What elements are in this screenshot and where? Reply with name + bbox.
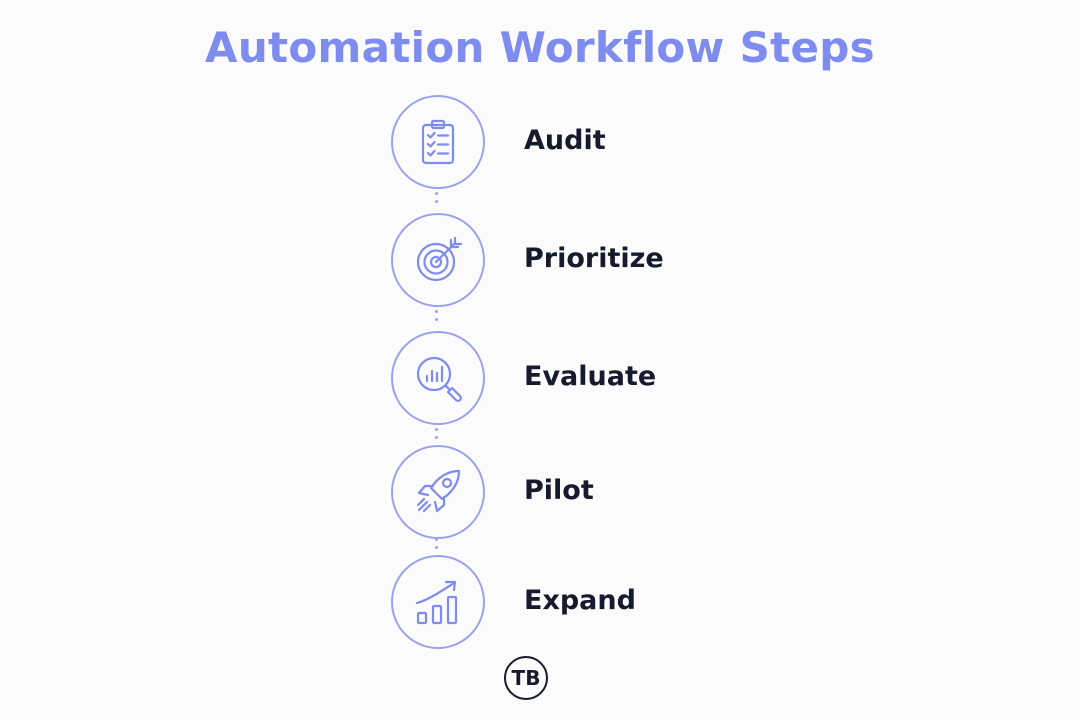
growth-chart-icon — [415, 580, 458, 625]
step-audit: Audit — [391, 95, 891, 189]
step-icon-circle — [391, 331, 485, 425]
connector-dots — [435, 310, 439, 326]
page-title: Automation Workflow Steps — [205, 23, 875, 72]
tb-logo-icon: TB — [504, 656, 548, 700]
step-label: Evaluate — [524, 361, 657, 392]
step-label: Audit — [524, 125, 606, 156]
connector-dots — [435, 428, 439, 444]
step-icon-circle — [391, 95, 485, 189]
connector-dots — [435, 538, 439, 554]
step-icon-circle — [391, 445, 485, 539]
step-expand: Expand — [391, 555, 891, 649]
clipboard-checklist-icon — [421, 119, 455, 165]
step-icon-circle — [391, 213, 485, 307]
magnifier-chart-icon — [416, 356, 462, 402]
step-pilot: Pilot — [391, 445, 891, 539]
step-prioritize: Prioritize — [391, 213, 891, 307]
rocket-icon — [416, 469, 461, 513]
step-label: Pilot — [524, 475, 594, 506]
step-label: Expand — [524, 585, 636, 616]
connector-dots — [435, 192, 439, 208]
target-arrow-icon — [416, 236, 462, 282]
step-label: Prioritize — [524, 243, 664, 274]
step-evaluate: Evaluate — [391, 331, 891, 425]
step-icon-circle — [391, 555, 485, 649]
